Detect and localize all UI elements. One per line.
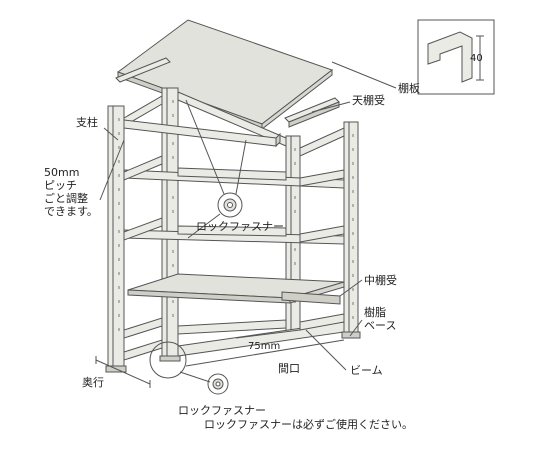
leader-resin-base [349,319,363,337]
label-lock-fastener-note: ロックファスナーは必ずご使用ください。 [204,418,413,431]
label-lock-fastener-upper: ロックファスナー [196,220,284,233]
beam-bottom-back [177,319,287,335]
label-shelf-board: 棚板 [398,82,420,95]
beam-bottom-left-low [123,339,163,361]
label-profile-height: 40 [470,53,483,64]
profile-cross-section [427,31,473,83]
top-beam-back [177,91,287,147]
leader-shelf-board [331,61,397,89]
label-pitch-note: 50mm ピッチ ごと調整 できます。 [44,166,98,218]
beam-bottom-side-left [123,317,163,339]
beam-level-2-side-left [123,155,163,181]
label-top-shelf-support: 天棚受 [352,94,385,107]
dim-width-line [185,339,345,367]
leader-lower-fastener [179,371,211,383]
label-width-opening: 間口 [278,362,300,375]
dim-75mm-line [235,329,301,339]
beam-level-3-back [177,225,287,237]
dim-depth-line [95,359,151,385]
beam-level-2-side-right [299,169,345,187]
beam-level-3-side-right [299,225,345,243]
leader-top-support [311,101,351,113]
middle-shelf-support [281,291,341,305]
label-beam: ビーム [350,364,383,377]
beam-bottom-side-right [299,313,345,331]
beam-level-3-side-left [123,217,163,241]
top-side-beam-right [299,127,345,157]
leader-middle-support [339,279,363,297]
label-middle-shelf-support: 中棚受 [364,274,397,287]
label-dim-75mm: 75mm [248,341,281,352]
post-front-right [343,121,359,335]
leader-post [103,127,119,141]
leader-pitch [99,139,125,201]
leader-beam [305,329,347,371]
label-post: 支柱 [76,116,98,129]
label-depth: 奥行 [82,376,104,389]
label-resin-base: 樹脂 ベース [364,306,397,332]
resin-base-back-left [159,355,181,362]
label-lock-fastener-lower: ロックファスナー [178,404,266,417]
top-beam-floating [115,57,171,83]
lock-fastener-lower-zoom [149,341,187,379]
beam-level-2-back [177,167,287,181]
